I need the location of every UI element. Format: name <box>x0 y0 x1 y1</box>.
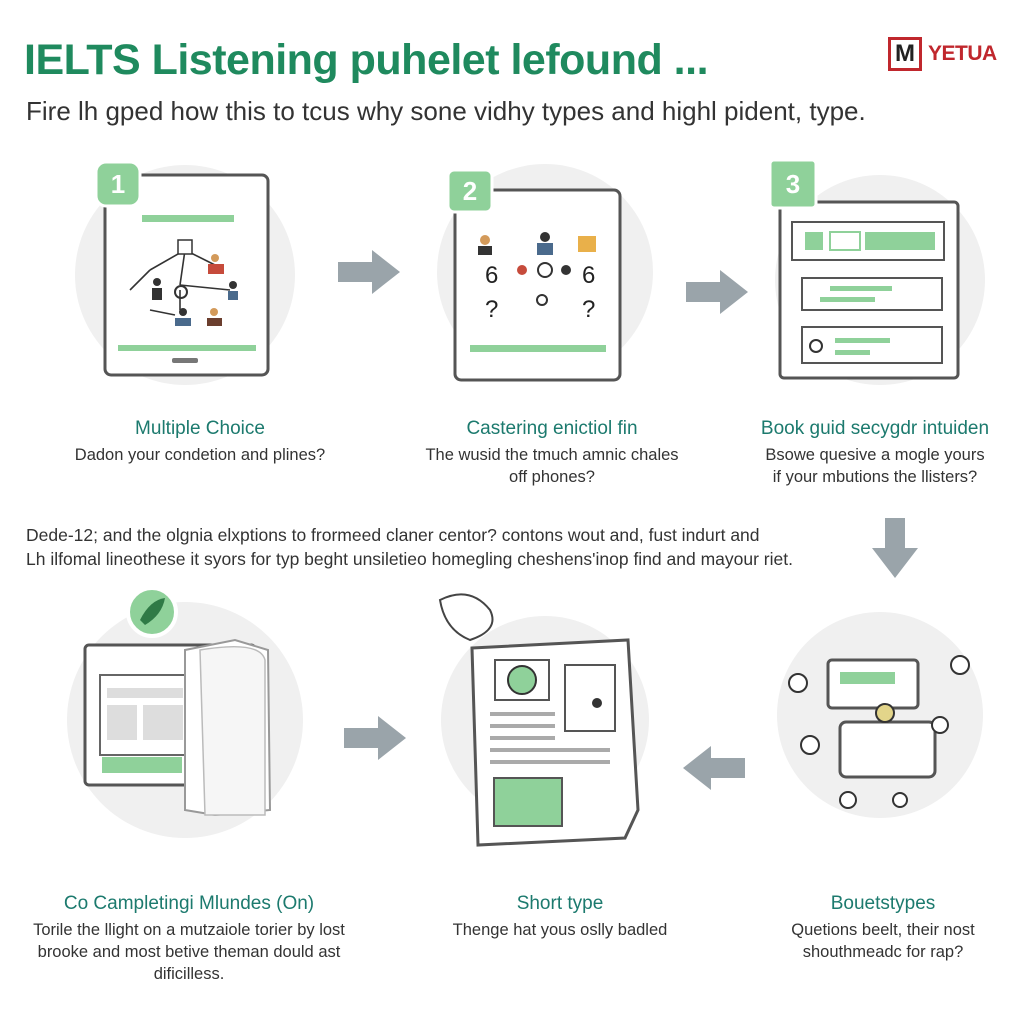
diagram-glyph-4: ? <box>582 296 596 323</box>
bottom-desc-3-line-1: Quetions beelt, their nost <box>791 921 975 939</box>
step-title-3: Book guid secygdr intuiden <box>760 418 990 439</box>
step-caption-1: Multiple Choice Dadon your condetion and… <box>40 418 360 466</box>
bottom-caption-2: Short type Thenge hat yous oslly badled <box>400 893 720 941</box>
tablet-2-illustration <box>446 168 622 382</box>
middle-note-line-1: Dede-12; and the olgnia elxptions to fro… <box>26 525 760 545</box>
page-title: IELTS Listening puhelet lefound ... <box>24 36 709 84</box>
middle-note-line-2: Lh ilfomal lineothese it syors for typ b… <box>26 549 793 569</box>
arrow-right-3 <box>344 716 406 760</box>
bottom-caption-3: Bouetstypes Quetions beelt, their nost s… <box>748 893 1018 963</box>
middle-note: Dede-12; and the olgnia elxptions to fro… <box>26 523 793 571</box>
bottom-desc-2-line-1: Thenge hat yous oslly badled <box>452 921 668 939</box>
step-caption-3: Book guid secygdr intuiden Bsowe quesive… <box>730 418 1020 488</box>
logo-text: YETUA <box>928 42 997 65</box>
diagram-glyph-3: ? <box>485 296 499 323</box>
step-desc-1-line-1: Dadon your condetion and plines? <box>74 446 326 464</box>
step-desc-2-line-2: off phones? <box>509 468 595 486</box>
bottom-desc-3-line-2: shouthmeadc for rap? <box>802 943 964 961</box>
document-4-illustration <box>83 586 272 817</box>
step-number-3: 3 <box>785 169 801 199</box>
bottom-caption-1: Co Campletingi Mlundes (On) Torile the l… <box>14 893 364 985</box>
tablet-1-illustration <box>94 160 270 377</box>
bottom-title-1: Co Campletingi Mlundes (On) <box>63 893 315 914</box>
bottom-title-3: Bouetstypes <box>830 893 936 914</box>
diagram-glyph-1: 6 <box>485 262 499 289</box>
step-desc-2-line-1: The wusid the tmuch amnic chales <box>425 446 679 464</box>
bottom-desc-1-line-3: dificilless. <box>153 965 225 983</box>
bottom-title-2: Short type <box>516 893 604 914</box>
bottom-desc-1-line-1: Torile the llight on a mutzaiole torier … <box>33 921 345 939</box>
step-number-2: 2 <box>462 176 478 206</box>
bottom-desc-1-line-2: brooke and most betive theman dould ast <box>37 943 341 961</box>
arrow-left <box>683 746 745 790</box>
document-5-illustration <box>438 593 640 847</box>
arrow-down <box>872 518 918 578</box>
arrow-right-2 <box>686 270 748 314</box>
step-number-1: 1 <box>110 169 126 199</box>
diagram-glyph-2: 6 <box>582 262 596 289</box>
step-caption-2: Castering enictiol fin The wusid the tmu… <box>382 418 722 488</box>
tablet-3-illustration <box>768 158 960 380</box>
step-desc-3-line-2: if your mbutions the llisters? <box>772 468 978 486</box>
step-title-2: Castering enictiol fin <box>466 418 638 439</box>
page-subtitle: Fire lh gped how this to tcus why sone v… <box>26 96 866 126</box>
step-title-1: Multiple Choice <box>135 418 265 439</box>
logo-mark: M <box>888 37 922 71</box>
arrow-right-1 <box>338 250 400 294</box>
step-desc-3-line-1: Bsowe quesive a mogle yours <box>765 446 985 464</box>
brand-logo: M YETUA <box>888 36 997 72</box>
document-6-illustration <box>788 655 970 809</box>
